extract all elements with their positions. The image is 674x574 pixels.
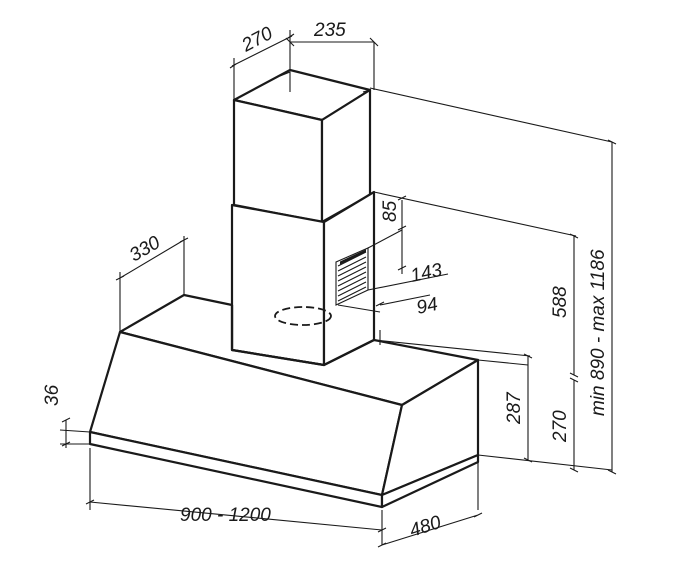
label-height-range: min 890 - max 1186 [588, 249, 609, 416]
chimney-upper [232, 68, 372, 224]
label-height-270: 270 [550, 410, 571, 443]
vent-grille [340, 249, 366, 265]
label-height-588: 588 [550, 286, 571, 318]
label-depth-480: 480 [407, 512, 444, 542]
motor-outline [274, 306, 332, 326]
dimension-lines [59, 30, 617, 548]
label-height-287: 287 [504, 391, 525, 425]
label-vent-offset-94: 94 [415, 294, 440, 319]
label-canopy-edge-36: 36 [42, 384, 63, 406]
label-hood-depth-top: 330 [126, 232, 164, 266]
label-chimney-depth: 270 [238, 23, 277, 57]
label-vent-offset-85: 85 [380, 200, 401, 222]
hood-canopy [88, 293, 480, 509]
chimney-lower [230, 190, 376, 367]
label-vent-offset-143: 143 [409, 260, 445, 287]
label-chimney-width: 235 [313, 20, 346, 41]
label-width: 900 - 1200 [180, 505, 271, 526]
